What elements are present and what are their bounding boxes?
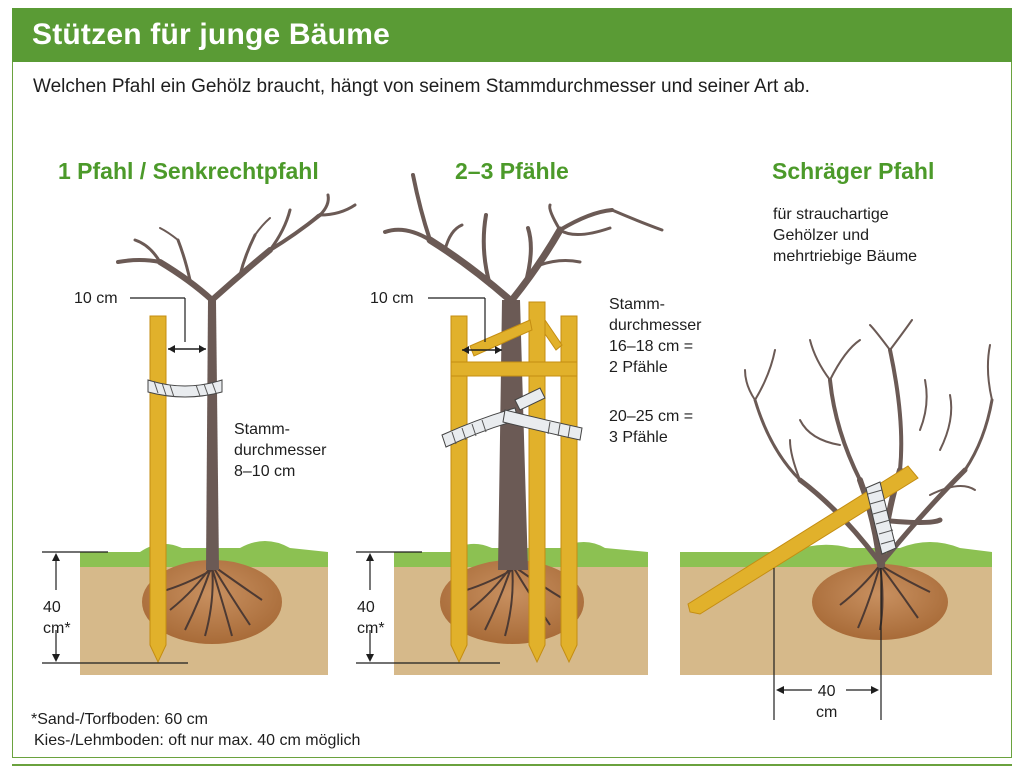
panel-2-trunk-label: Stamm- durchmesser 16–18 cm = 2 Pfähle	[609, 294, 701, 378]
depth-label-line: cm*	[357, 620, 385, 637]
crossbar-diagonal	[469, 319, 533, 357]
header-bar: Stützen für junge Bäume	[12, 8, 1012, 62]
depth-label-line: 40	[43, 599, 61, 616]
trunk-label-line: Stamm-	[609, 296, 665, 313]
shrub-stems	[744, 319, 994, 568]
frame-border	[12, 8, 1012, 758]
panel-1-illustration	[42, 193, 357, 675]
footnote-line: *Sand-/Torfboden: 60 cm	[31, 711, 208, 728]
panel-1-trunk-label: Stamm- durchmesser 8–10 cm	[234, 419, 326, 482]
depth-label-line: cm*	[43, 620, 71, 637]
distance-label-line: cm	[816, 704, 838, 721]
panel-3-illustration	[680, 319, 994, 720]
stake-left	[450, 315, 468, 664]
note-line: für strauchartige	[773, 206, 889, 223]
trunk-label-line: durchmesser	[234, 442, 327, 459]
trunk-label-line: 2 Pfähle	[609, 359, 668, 376]
panel-1-distance-label: 10 cm	[74, 290, 118, 307]
trunk-label-line: 16–18 cm =	[609, 338, 694, 355]
panel-2-distance-label: 10 cm	[370, 290, 414, 307]
footnote-line: Kies-/Lehmboden: oft nur max. 40 cm mögl…	[34, 732, 361, 749]
panel-2-illustration	[356, 173, 664, 675]
crossbar-diagonal-2	[544, 318, 563, 351]
branches	[383, 173, 664, 304]
bottom-border	[12, 764, 1012, 766]
tie	[147, 379, 223, 398]
note-line: Gehölzer und	[773, 227, 870, 244]
panel-2-title: 2–3 Pfähle	[455, 158, 569, 184]
trunk-label-line: durchmesser	[609, 317, 702, 334]
grass-layer	[680, 542, 992, 567]
crossbar	[450, 361, 578, 377]
trunk	[206, 300, 219, 570]
panel-2-depth-label: 40 cm*	[357, 597, 385, 639]
trunk-label-line: Stamm-	[234, 421, 290, 438]
panel-1-depth-label: 40 cm*	[43, 597, 71, 639]
page-title: Stützen für junge Bäume	[32, 18, 390, 51]
subtitle: Welchen Pfahl ein Gehölz braucht, hängt …	[33, 76, 810, 97]
panel-2-trunk-label-2: 20–25 cm = 3 Pfähle	[609, 406, 693, 448]
branches	[116, 193, 357, 303]
grass-layer	[80, 541, 328, 567]
trunk-label-line: 8–10 cm	[234, 463, 296, 480]
stake	[149, 315, 167, 664]
distance-label-line: 40	[817, 683, 836, 700]
panel-3-note: für strauchartige Gehölzer und mehrtrieb…	[773, 204, 917, 267]
stake-right	[560, 315, 578, 664]
panel-1-title: 1 Pfahl / Senkrechtpfahl	[58, 158, 319, 184]
trunk-label-line: 3 Pfähle	[609, 429, 668, 446]
depth-label-line: 40	[357, 599, 375, 616]
note-line: mehrtriebige Bäume	[773, 248, 918, 265]
roots	[839, 564, 931, 631]
footnote: *Sand-/Torfboden: 60 cm Kies-/Lehmboden:…	[31, 709, 360, 751]
stake-middle	[528, 301, 546, 664]
panel-3-distance-label: 40 cm	[816, 681, 837, 723]
panel-3-title: Schräger Pfahl	[772, 158, 935, 184]
tie	[865, 481, 897, 555]
ties	[441, 387, 583, 448]
trunk-label-line: 20–25 cm =	[609, 408, 694, 425]
